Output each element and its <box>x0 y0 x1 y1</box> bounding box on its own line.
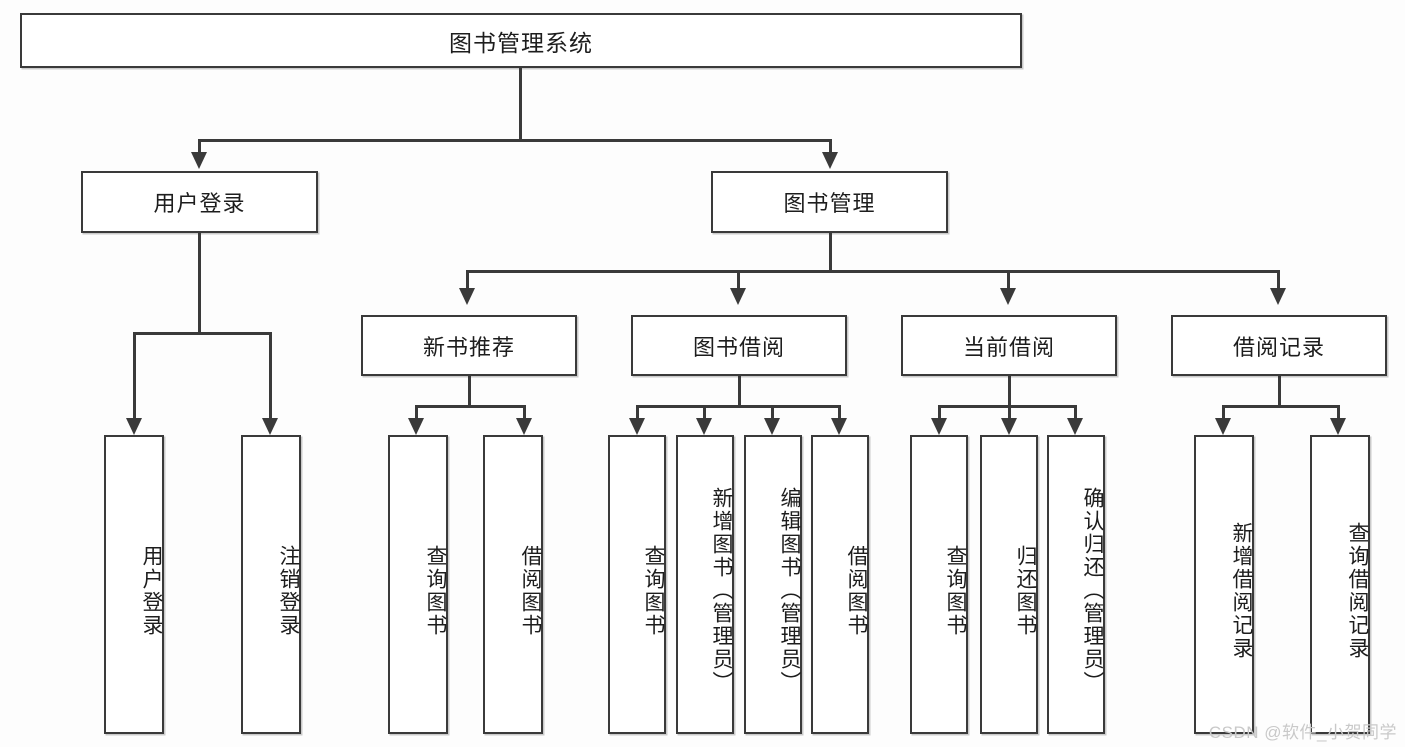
leaf-user-login-logout[interactable]: 注销登录 <box>241 435 301 734</box>
connector-user-login-bus <box>133 332 272 335</box>
node-label: 借阅图书 <box>519 544 542 637</box>
arrowhead-book-borrow <box>730 288 746 305</box>
arrowhead-leaf-book-borrow-0 <box>629 418 645 435</box>
connector-root-stem <box>519 68 522 141</box>
node-label: 当前借阅 <box>962 334 1055 360</box>
arrowhead-book-management <box>822 152 838 169</box>
connector-new-book-drop-1 <box>523 405 526 421</box>
arrowhead-leaf-book-borrow-3 <box>831 418 847 435</box>
connector-current-borrow-drop-0 <box>938 405 941 421</box>
leaf-book-borrow-borrow[interactable]: 借阅图书 <box>811 435 869 734</box>
arrowhead-leaf-current-borrow-1 <box>1001 418 1017 435</box>
leaf-book-borrow-query[interactable]: 查询图书 <box>608 435 666 734</box>
node-root-book-management-system[interactable]: 图书管理系统 <box>20 13 1022 68</box>
arrowhead-leaf-book-borrow-2 <box>764 418 780 435</box>
connector-borrow-record-bus <box>1222 405 1340 408</box>
connector-new-book-stem <box>468 376 471 408</box>
leaf-current-borrow-confirm[interactable]: 确认归还（管理员） <box>1047 435 1105 734</box>
node-label: 查询图书 <box>642 544 665 637</box>
node-book-borrow[interactable]: 图书借阅 <box>631 315 847 376</box>
connector-root-to-user-login <box>198 139 201 155</box>
leaf-book-borrow-edit[interactable]: 编辑图书（管理员） <box>744 435 802 734</box>
node-book-management[interactable]: 图书管理 <box>711 171 948 233</box>
leaf-book-borrow-add[interactable]: 新增图书（管理员） <box>676 435 734 734</box>
node-label: 用户登录 <box>140 544 163 637</box>
leaf-current-borrow-return[interactable]: 归还图书 <box>980 435 1038 734</box>
connector-user-login-to-leaf-1 <box>269 332 272 421</box>
leaf-user-login-login[interactable]: 用户登录 <box>104 435 164 734</box>
node-label: 借阅图书 <box>845 544 868 637</box>
arrowhead-leaf-book-borrow-1 <box>696 418 712 435</box>
node-label: 查询借阅记录 <box>1346 521 1369 660</box>
node-label: 归还图书 <box>1014 544 1037 637</box>
connector-book-borrow-drop-3 <box>838 405 841 421</box>
connector-book-management-stem <box>829 233 832 272</box>
connector-user-login-stem <box>198 233 201 334</box>
node-label: 新增借阅记录 <box>1230 521 1253 660</box>
node-label: 用户登录 <box>153 191 246 216</box>
arrowhead-borrow-record <box>1270 288 1286 305</box>
node-label: 确认归还（管理员） <box>1081 487 1104 694</box>
connector-user-login-to-leaf-0 <box>133 332 136 421</box>
arrowhead-leaf-current-borrow-0 <box>931 418 947 435</box>
node-label: 图书借阅 <box>692 334 785 360</box>
node-label: 借阅记录 <box>1232 334 1325 360</box>
node-user-login[interactable]: 用户登录 <box>81 171 318 233</box>
connector-new-book-drop-0 <box>415 405 418 421</box>
connector-root-to-book-management <box>829 139 832 155</box>
connector-borrow-record-drop-1 <box>1337 405 1340 421</box>
connector-book-borrow-drop-2 <box>771 405 774 421</box>
node-borrow-record[interactable]: 借阅记录 <box>1171 315 1387 376</box>
node-label: 新增图书（管理员） <box>710 487 733 694</box>
connector-book-borrow-bus <box>636 405 841 408</box>
connector-current-borrow-drop-1 <box>1008 405 1011 421</box>
arrowhead-leaf-borrow-record-0 <box>1215 418 1231 435</box>
arrowhead-user-login <box>191 152 207 169</box>
connector-current-borrow-stem <box>1008 376 1011 408</box>
connector-root-bus <box>198 139 832 142</box>
connector-book-management-bus <box>466 270 1280 273</box>
node-label: 查询图书 <box>944 544 967 637</box>
connector-bm-to-current-borrow <box>1007 270 1010 290</box>
leaf-new-book-borrow[interactable]: 借阅图书 <box>483 435 543 734</box>
node-label: 图书管理系统 <box>449 29 593 56</box>
arrowhead-leaf-new-book-0 <box>408 418 424 435</box>
arrowhead-new-book <box>459 288 475 305</box>
node-label: 编辑图书（管理员） <box>778 487 801 694</box>
node-label: 图书管理 <box>783 191 876 216</box>
connector-book-borrow-stem <box>738 376 741 408</box>
connector-bm-to-borrow-record <box>1277 270 1280 290</box>
node-new-book-recommend[interactable]: 新书推荐 <box>361 315 577 376</box>
connector-current-borrow-bus <box>938 405 1077 408</box>
connector-bm-to-book-borrow <box>737 270 740 290</box>
arrowhead-leaf-current-borrow-2 <box>1067 418 1083 435</box>
connector-book-borrow-drop-1 <box>703 405 706 421</box>
node-current-borrow[interactable]: 当前借阅 <box>901 315 1117 376</box>
connector-book-borrow-drop-0 <box>636 405 639 421</box>
connector-borrow-record-stem <box>1278 376 1281 408</box>
connector-bm-to-new-book <box>466 270 469 290</box>
connector-current-borrow-drop-2 <box>1074 405 1077 421</box>
arrowhead-leaf-borrow-record-1 <box>1330 418 1346 435</box>
leaf-current-borrow-query[interactable]: 查询图书 <box>910 435 968 734</box>
leaf-borrow-record-add[interactable]: 新增借阅记录 <box>1194 435 1254 734</box>
arrowhead-leaf-new-book-1 <box>516 418 532 435</box>
arrowhead-leaf-user-login-1 <box>262 418 278 435</box>
arrowhead-current-borrow <box>1000 288 1016 305</box>
leaf-borrow-record-query[interactable]: 查询借阅记录 <box>1310 435 1370 734</box>
arrowhead-leaf-user-login-0 <box>126 418 142 435</box>
connector-borrow-record-drop-0 <box>1222 405 1225 421</box>
node-label: 注销登录 <box>277 544 300 637</box>
node-label: 新书推荐 <box>422 334 515 360</box>
node-label: 查询图书 <box>424 544 447 637</box>
connector-new-book-bus <box>415 405 526 408</box>
leaf-new-book-query[interactable]: 查询图书 <box>388 435 448 734</box>
